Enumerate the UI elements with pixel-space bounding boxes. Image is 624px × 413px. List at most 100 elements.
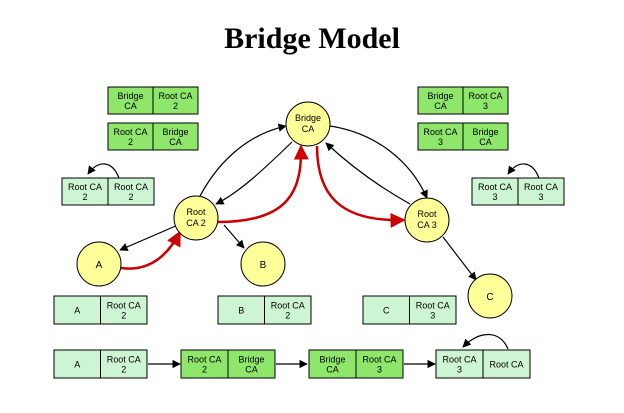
cert-issuer-text: Bridge (238, 355, 264, 365)
node-label-line1: Root (186, 207, 206, 217)
cert-subject-text: Bridge (319, 355, 345, 365)
node-label-line1: Bridge (295, 113, 321, 123)
cert-subject-text: Bridge (117, 91, 143, 101)
cert-subject-text: Root CA (478, 182, 512, 192)
edge-bridge-to-root2 (215, 141, 293, 205)
cert-issuer-text: Root CA (271, 301, 305, 311)
cert-path-a: A Root CA2 (53, 349, 148, 379)
cert-issuer-text: 3 (483, 101, 488, 111)
cert-issuer-text: Bridge (162, 127, 188, 137)
cert-issuer-text: Bridge (472, 127, 498, 137)
node-label-line2: CA 3 (417, 220, 437, 230)
cert-issuer-text: Root CA (416, 301, 450, 311)
cert-subject-text: Root CA (113, 127, 147, 137)
self-loop-root3 (507, 163, 540, 179)
cert-issuer (152, 86, 199, 115)
edge-root3-to-bridge (325, 142, 411, 205)
cert-issuer-text: Root CA (362, 355, 396, 365)
edge-root2-to-a (119, 224, 179, 251)
cert-issuer-text: 2 (121, 311, 126, 321)
cert-subject-text: Root CA (442, 355, 476, 365)
cert-subject-text: CA (124, 101, 137, 111)
cert-issuer-text: Root CA (107, 355, 141, 365)
node-bridge-ca: Bridge CA (285, 101, 331, 147)
cert-subject-text: Root CA (423, 127, 457, 137)
cert-subject-text: Bridge (427, 91, 453, 101)
node-root-ca-2: Root CA 2 (173, 195, 219, 241)
node-c: C (467, 273, 513, 319)
cert-issuer (100, 349, 148, 379)
cert-issuer-text: 2 (285, 311, 290, 321)
cert-issuer-text: 3 (538, 192, 543, 202)
cert-subject-text: CA (434, 101, 447, 111)
cert-subject-text: CA (326, 365, 339, 375)
page-title: Bridge Model (224, 22, 400, 55)
cert-subject-text: 2 (128, 137, 133, 147)
edge-root3-to-c (442, 236, 477, 281)
node-label-line2: CA (302, 124, 315, 134)
cert-issuer-text: Root CA (114, 182, 148, 192)
edge-root2-to-bridge (196, 123, 287, 203)
cert-issuer (462, 122, 509, 151)
cert-subject-text: 3 (438, 137, 443, 147)
cert-issuer-text: Root CA (468, 91, 502, 101)
red-edge-bridge-to-root3 (315, 145, 406, 228)
cert-issuer (482, 349, 531, 379)
edge-root2-to-b (223, 224, 245, 249)
node-label: C (486, 292, 493, 303)
trust-edges (119, 123, 477, 281)
self-loop-path-root3 (462, 333, 509, 350)
cert-issuer-text: Root CA (489, 360, 523, 370)
node-b: B (240, 241, 286, 287)
cert-issuer (355, 349, 404, 379)
trust-path-edges (120, 144, 406, 270)
cert-issuer (517, 177, 565, 206)
node-label-line2: CA 2 (186, 218, 206, 228)
cert-issuer (107, 177, 155, 206)
cert-subject-text: Root CA (187, 355, 221, 365)
cert-issuer-text: Root CA (524, 182, 558, 192)
red-edge-root2-to-bridge (217, 144, 309, 224)
cert-issuer-text: Root CA (158, 91, 192, 101)
red-edge-a-to-root2 (120, 230, 182, 270)
cert-issuer-text: CA (479, 137, 492, 147)
cert-issuer-text: 2 (128, 192, 133, 202)
cert-subject-text: 2 (82, 192, 87, 202)
cert-subject-text: 3 (492, 192, 497, 202)
cert-subject-text: 3 (457, 365, 462, 375)
cert-issuer-text: CA (169, 137, 182, 147)
cert-issuer-text: 2 (121, 365, 126, 375)
edge-bridge-to-root3 (329, 125, 428, 199)
self-loop-root2 (87, 163, 120, 179)
node-label-line1: Root (417, 209, 437, 219)
cert-issuer (227, 349, 276, 379)
cert-issuer-text: 3 (377, 365, 382, 375)
node-label: A (96, 260, 103, 271)
cert-issuer-text: 2 (173, 101, 178, 111)
cert-issuer (462, 86, 509, 115)
node-a: A (76, 241, 122, 287)
cert-issuer (409, 295, 457, 325)
cert-issuer (100, 295, 148, 325)
cert-c-cert: C Root CA3 (362, 295, 457, 325)
cert-issuer-text: CA (245, 365, 258, 375)
cert-subject-text: A (74, 360, 80, 370)
cert-subject-text: C (383, 306, 390, 316)
node-label: B (260, 260, 267, 271)
cert-issuer-text: 3 (430, 311, 435, 321)
cert-issuer (152, 122, 199, 151)
cert-issuer (264, 295, 312, 325)
